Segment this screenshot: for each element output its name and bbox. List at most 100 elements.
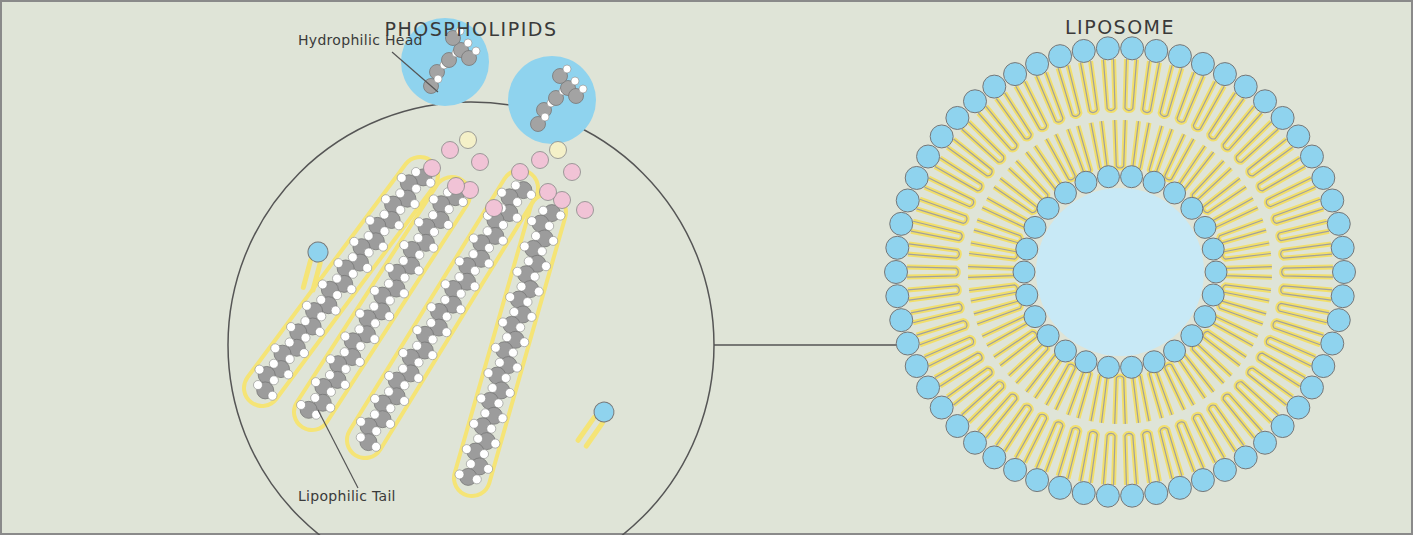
lipid-tail bbox=[974, 301, 1021, 324]
hydrogen-atom bbox=[458, 198, 467, 207]
hydrogen-atom bbox=[271, 344, 280, 353]
lipid-head bbox=[1254, 431, 1277, 454]
lipid-head bbox=[1037, 325, 1059, 347]
hydrogen-atom bbox=[317, 295, 326, 304]
hydrogen-atom bbox=[579, 85, 587, 93]
icon-tail bbox=[303, 260, 320, 290]
lipid-tail bbox=[908, 286, 960, 300]
lipid-head bbox=[1097, 166, 1119, 188]
lipid-head bbox=[1300, 145, 1323, 168]
oxygen-atom bbox=[424, 160, 441, 177]
hydrogen-atom bbox=[371, 394, 380, 403]
lipid-tail-core bbox=[1193, 81, 1224, 129]
part-label: Lipophilic Tail bbox=[298, 488, 396, 504]
hydrogen-atom bbox=[442, 312, 451, 321]
lipid-tail bbox=[1281, 286, 1333, 300]
hydrogen-atom bbox=[355, 325, 364, 334]
lipid-tail bbox=[1209, 93, 1244, 139]
lipid-tail bbox=[1278, 303, 1329, 322]
hydrogen-atom bbox=[498, 318, 507, 327]
lipid-tail-core bbox=[1058, 65, 1080, 116]
hydrogen-atom bbox=[370, 335, 379, 344]
connector-line bbox=[714, 344, 902, 346]
hydrogen-atom bbox=[370, 302, 379, 311]
hydrogen-atom bbox=[427, 303, 436, 312]
lipid-head bbox=[1194, 216, 1216, 238]
hydrogen-atom bbox=[537, 247, 546, 256]
hydrogen-atom bbox=[347, 285, 356, 294]
hydrogen-atom bbox=[542, 262, 551, 271]
lipid-tail bbox=[1058, 65, 1080, 116]
hydrogen-atom bbox=[510, 307, 519, 316]
lipid-tail-core bbox=[1179, 146, 1213, 189]
lipid-head bbox=[1143, 351, 1165, 373]
lipid-head bbox=[1004, 458, 1027, 481]
hydrogen-atom bbox=[397, 173, 406, 182]
lipid-head bbox=[1049, 45, 1072, 68]
hydrogen-atom bbox=[414, 233, 423, 242]
lipid-tail bbox=[962, 382, 1004, 422]
hydrogen-atom bbox=[441, 280, 450, 289]
hydrogen-atom bbox=[527, 217, 536, 226]
hydrogen-atom bbox=[332, 274, 341, 283]
lipid-tail-core bbox=[1209, 93, 1244, 139]
hydrogen-atom bbox=[348, 253, 357, 262]
oxygen-atom bbox=[550, 142, 567, 159]
lipid-tail-core bbox=[1236, 122, 1278, 162]
lipid-tail-core bbox=[1016, 414, 1047, 462]
lipid-tail-core bbox=[1281, 286, 1333, 300]
lipid-head bbox=[1271, 106, 1294, 129]
lipid-tail-core bbox=[1125, 59, 1137, 110]
lipid-tail-core bbox=[1203, 331, 1246, 365]
hydrogen-atom bbox=[428, 335, 437, 344]
lipid-head bbox=[1054, 182, 1076, 204]
lipid-tail bbox=[1223, 106, 1262, 149]
lipid-head bbox=[1097, 356, 1119, 378]
hydrogen-atom bbox=[399, 364, 408, 373]
lipid-tail bbox=[1115, 376, 1126, 424]
hydrogen-atom bbox=[384, 387, 393, 396]
lipid-head bbox=[1234, 75, 1257, 98]
lipid-tail bbox=[1278, 221, 1329, 240]
hydrogen-atom bbox=[414, 218, 423, 227]
lipid-head bbox=[917, 376, 940, 399]
lipid-tail bbox=[911, 221, 962, 240]
hydrogen-atom bbox=[474, 434, 483, 443]
lipid-tail bbox=[1177, 422, 1203, 472]
lipid-tail-core bbox=[1036, 72, 1062, 122]
lipid-tail bbox=[1103, 433, 1115, 484]
hydrogen-atom bbox=[534, 287, 543, 296]
lipid-tail-core bbox=[1143, 431, 1160, 482]
lipid-head bbox=[1331, 285, 1354, 308]
lipid-tail-core bbox=[1223, 243, 1271, 259]
lipid-tail bbox=[1236, 122, 1278, 162]
lipid-head bbox=[917, 145, 940, 168]
hydrogen-atom bbox=[513, 363, 522, 372]
lipid-head bbox=[1312, 355, 1335, 378]
hydrogen-atom bbox=[469, 250, 478, 259]
lipid-head bbox=[1213, 63, 1236, 86]
lipid-tail bbox=[978, 394, 1017, 437]
hydrogen-atom bbox=[356, 433, 365, 442]
lipid-tail bbox=[994, 178, 1037, 212]
lipid-tail-core bbox=[908, 286, 960, 300]
lipid-tail-core bbox=[962, 122, 1004, 162]
lipid-head bbox=[1024, 306, 1046, 328]
lipid-tail bbox=[1179, 146, 1213, 189]
hydrogen-atom bbox=[484, 259, 493, 268]
lipid-tail bbox=[907, 267, 958, 277]
lipid-tail-core bbox=[911, 221, 962, 240]
lipid-tail bbox=[911, 303, 962, 322]
lipid-tail bbox=[1281, 244, 1333, 258]
hydrogen-atom bbox=[495, 358, 504, 367]
hydrogen-atom bbox=[268, 391, 277, 400]
hydrogen-atom bbox=[462, 445, 471, 454]
lipid-tail bbox=[1125, 59, 1137, 110]
lipid-tail-core bbox=[1192, 161, 1231, 200]
hydrogen-atom bbox=[505, 388, 514, 397]
lipid-head bbox=[1054, 340, 1076, 362]
lipid-tail-core bbox=[1125, 433, 1137, 484]
hydrogen-atom bbox=[520, 338, 529, 347]
lipid-tail-core bbox=[1149, 371, 1172, 418]
lipid-tail-core bbox=[1223, 394, 1262, 437]
